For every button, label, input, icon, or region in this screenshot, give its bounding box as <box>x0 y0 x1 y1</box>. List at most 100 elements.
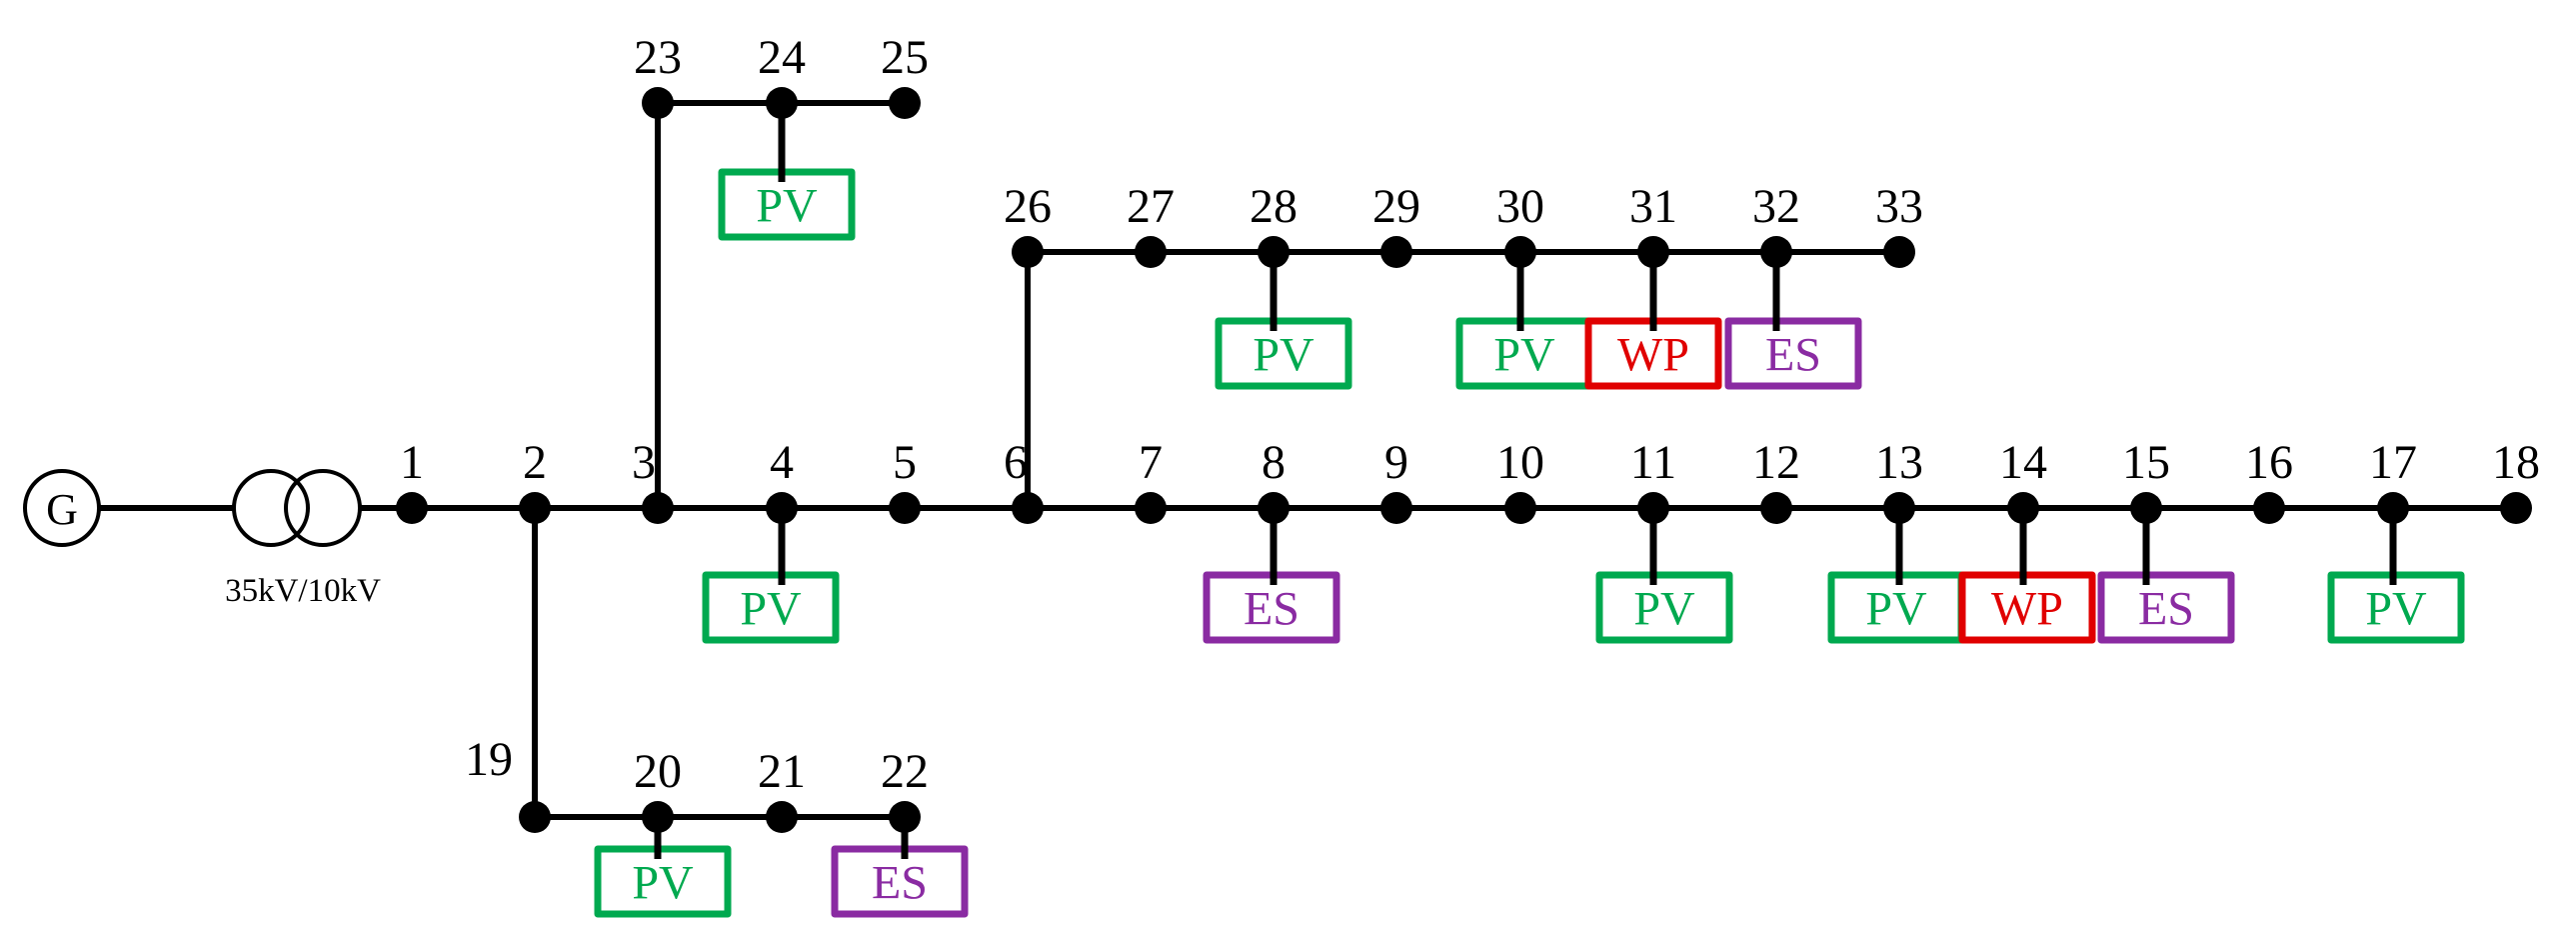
bus-label-12: 12 <box>1752 436 1800 489</box>
bus-label-20: 20 <box>634 745 682 798</box>
device-pv-bus-17: PV <box>2327 508 2465 644</box>
bus-label-25: 25 <box>881 31 929 84</box>
device-pv-bus-4: PV <box>702 508 840 644</box>
device-label-es-32: ES <box>1765 329 1821 382</box>
generator-circle <box>23 469 101 547</box>
bus-node-20 <box>642 801 674 833</box>
device-es-bus-22: ES <box>831 817 969 918</box>
device-label-wp-31: WP <box>1617 329 1689 382</box>
bus-node-33 <box>1883 236 1915 268</box>
bus-label-5: 5 <box>893 436 917 489</box>
bus-node-17 <box>2377 492 2409 524</box>
device-box-pv-20 <box>594 845 732 918</box>
bus-node-5 <box>889 492 921 524</box>
device-box-pv-17 <box>2327 571 2465 644</box>
device-label-pv-4: PV <box>740 583 802 636</box>
bus-node-12 <box>1760 492 1792 524</box>
bus-node-6 <box>1012 492 1044 524</box>
bus-node-27 <box>1135 236 1167 268</box>
bus-node-8 <box>1258 492 1289 524</box>
device-box-wp-14 <box>1958 571 2096 644</box>
bus-label-22: 22 <box>881 745 929 798</box>
device-pv-bus-13: PV <box>1827 508 1965 644</box>
bus-node-32 <box>1760 236 1792 268</box>
bus-label-3: 3 <box>632 436 656 489</box>
bus-label-27: 27 <box>1127 180 1175 233</box>
device-label-pv-17: PV <box>2365 583 2427 636</box>
bus-label-8: 8 <box>1262 436 1286 489</box>
device-wp-bus-31: WP <box>1584 252 1722 390</box>
generator-label: G <box>46 485 78 534</box>
bus-label-6: 6 <box>1004 436 1028 489</box>
generator-symbol: G <box>23 469 101 547</box>
bus-node-10 <box>1504 492 1536 524</box>
device-es-bus-15: ES <box>2097 508 2235 644</box>
device-label-pv-28: PV <box>1253 329 1314 382</box>
bus-label-7: 7 <box>1139 436 1163 489</box>
device-box-pv-28 <box>1215 317 1352 390</box>
bus-label-32: 32 <box>1752 180 1800 233</box>
device-box-pv-4 <box>702 571 840 644</box>
transformer-circle-primary <box>232 469 310 547</box>
bus-label-10: 10 <box>1496 436 1544 489</box>
bus-node-15 <box>2130 492 2162 524</box>
bus-node-2 <box>519 492 551 524</box>
bus-label-31: 31 <box>1629 180 1677 233</box>
bus-label-26: 26 <box>1004 180 1052 233</box>
device-pv-bus-20: PV <box>594 817 732 918</box>
device-box-pv-11 <box>1595 571 1733 644</box>
device-pv-bus-28: PV <box>1215 252 1352 390</box>
bus-node-1 <box>396 492 428 524</box>
bus-node-13 <box>1883 492 1915 524</box>
bus-label-17: 17 <box>2369 436 2417 489</box>
device-label-wp-14: WP <box>1991 583 2063 636</box>
device-label-pv-24: PV <box>756 180 818 233</box>
bus-node-16 <box>2253 492 2285 524</box>
device-label-pv-30: PV <box>1493 329 1555 382</box>
device-es-bus-32: ES <box>1724 252 1862 390</box>
transformer-circle-secondary <box>284 469 362 547</box>
bus-node-23 <box>642 87 674 119</box>
bus-node-21 <box>766 801 798 833</box>
bus-label-18: 18 <box>2492 436 2540 489</box>
bus-label-13: 13 <box>1875 436 1923 489</box>
device-es-bus-8: ES <box>1203 508 1340 644</box>
device-box-es-22 <box>831 845 969 918</box>
bus-node-19 <box>519 801 551 833</box>
bus-node-28 <box>1258 236 1289 268</box>
device-label-pv-11: PV <box>1633 583 1695 636</box>
bus-label-33: 33 <box>1875 180 1923 233</box>
bus-node-4 <box>766 492 798 524</box>
bus-node-25 <box>889 87 921 119</box>
bus-node-26 <box>1012 236 1044 268</box>
transformer-symbol: 35kV/10kV <box>225 469 381 609</box>
bus-node-30 <box>1504 236 1536 268</box>
bus-label-4: 4 <box>770 436 794 489</box>
bus-label-14: 14 <box>1999 436 2047 489</box>
device-label-es-8: ES <box>1244 583 1299 636</box>
bus-node-29 <box>1380 236 1412 268</box>
bus-label-15: 15 <box>2122 436 2170 489</box>
bus-label-1: 1 <box>400 436 424 489</box>
device-box-es-32 <box>1724 317 1862 390</box>
device-label-pv-20: PV <box>632 857 694 910</box>
bus-label-11: 11 <box>1630 436 1676 489</box>
device-wp-bus-14: WP <box>1958 508 2096 644</box>
bus-label-29: 29 <box>1372 180 1420 233</box>
bus-label-19: 19 <box>465 733 513 786</box>
device-pv-bus-24: PV <box>718 103 856 241</box>
bus-node-7 <box>1135 492 1167 524</box>
device-pv-bus-11: PV <box>1595 508 1733 644</box>
device-pv-bus-30: PV <box>1455 252 1593 390</box>
bus-node-18 <box>2500 492 2532 524</box>
device-label-es-22: ES <box>872 857 928 910</box>
device-label-es-15: ES <box>2138 583 2194 636</box>
bus-node-14 <box>2007 492 2039 524</box>
bus-node-3 <box>642 492 674 524</box>
bus-node-31 <box>1637 236 1669 268</box>
device-box-pv-24 <box>718 168 856 241</box>
bus-label-30: 30 <box>1496 180 1544 233</box>
bus-node-22 <box>889 801 921 833</box>
bus-label-28: 28 <box>1250 180 1297 233</box>
